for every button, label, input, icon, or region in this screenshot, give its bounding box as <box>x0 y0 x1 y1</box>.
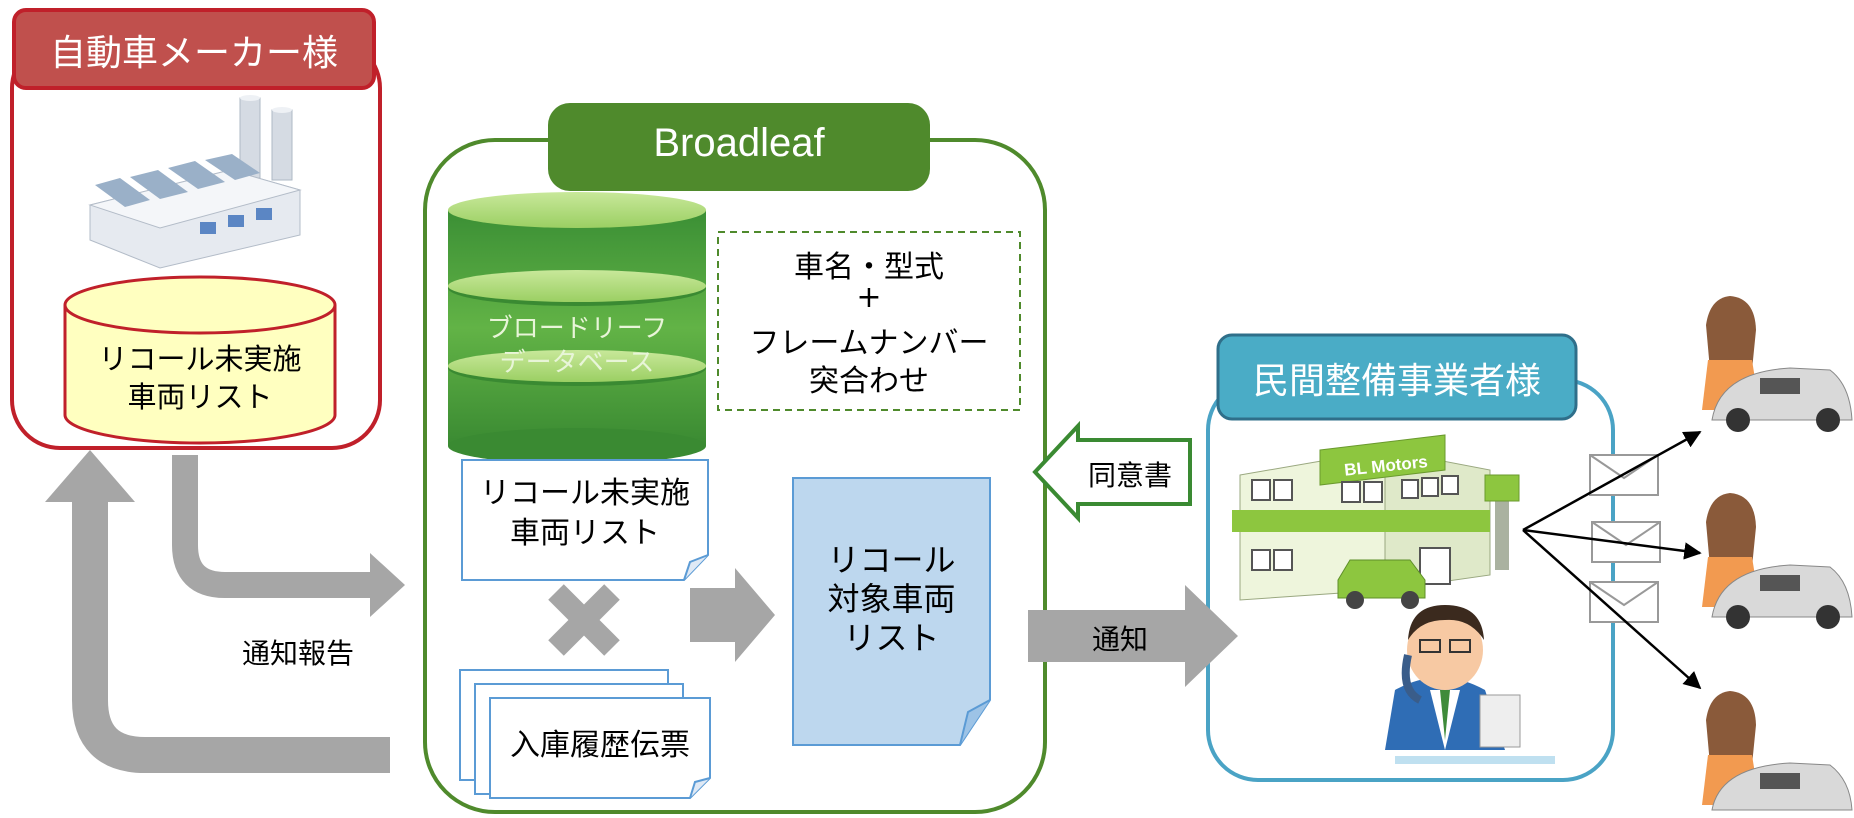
unimplemented-doc-line1: リコール未実施 <box>480 476 690 511</box>
history-slip-label: 入庫履歴伝票 <box>510 728 690 763</box>
match-line2: + <box>856 280 882 315</box>
broadleaf-db-line1: ブロードリーフ <box>486 314 668 344</box>
garage-building-icon: BL Motors <box>1232 434 1520 609</box>
broadleaf-title-tab <box>548 103 930 191</box>
match-line3: フレームナンバー <box>749 326 989 361</box>
history-slips-stack <box>459 669 711 799</box>
maker-db-line1: リコール未実施 <box>98 342 302 376</box>
broadleaf-title: Broadleaf <box>653 121 825 165</box>
customer-with-car-icon <box>1702 493 1853 629</box>
target-list-document <box>792 477 991 746</box>
target-doc-line1: リコール <box>827 541 956 579</box>
customer-with-car-icon <box>1702 296 1853 432</box>
report-to-maker-arrow <box>45 450 390 773</box>
match-line4: 突合わせ <box>809 364 929 399</box>
unimplemented-doc-line2: 車両リスト <box>510 516 660 551</box>
unimplemented-list-document <box>461 459 709 581</box>
broadleaf-database-cylinder <box>448 192 706 464</box>
customer-with-car-icon <box>1702 691 1853 811</box>
repairer-title: 民間整備事業者様 <box>1252 361 1541 402</box>
consent-arrow <box>1032 420 1192 524</box>
factory-icon <box>88 95 302 269</box>
target-doc-line2: 対象車両 <box>827 580 956 618</box>
maker-title: 自動車メーカー様 <box>49 33 338 74</box>
target-doc-line3: リスト <box>843 619 940 657</box>
businessman-on-phone-icon <box>1385 605 1555 764</box>
maker-to-broadleaf-arrow <box>172 455 405 617</box>
envelope-icon <box>1589 581 1659 623</box>
maker-database-cylinder <box>63 275 337 445</box>
envelope-icon <box>1591 521 1661 563</box>
notify-label: 通知 <box>1091 623 1148 656</box>
broadleaf-db-line2: データベース <box>499 348 655 378</box>
notify-arrow <box>1028 585 1238 687</box>
report-label: 通知報告 <box>241 637 354 670</box>
match-arrow <box>690 568 775 662</box>
repairer-title-tab <box>1216 333 1578 421</box>
customer-arrows <box>1522 430 1702 690</box>
maker-title-tab <box>12 8 376 90</box>
maker-db-line2: 車両リスト <box>127 380 273 414</box>
match-line1: 車名・型式 <box>794 250 944 285</box>
cross-icon <box>548 584 620 656</box>
matching-box <box>717 231 1021 411</box>
consent-label: 同意書 <box>1087 459 1172 492</box>
